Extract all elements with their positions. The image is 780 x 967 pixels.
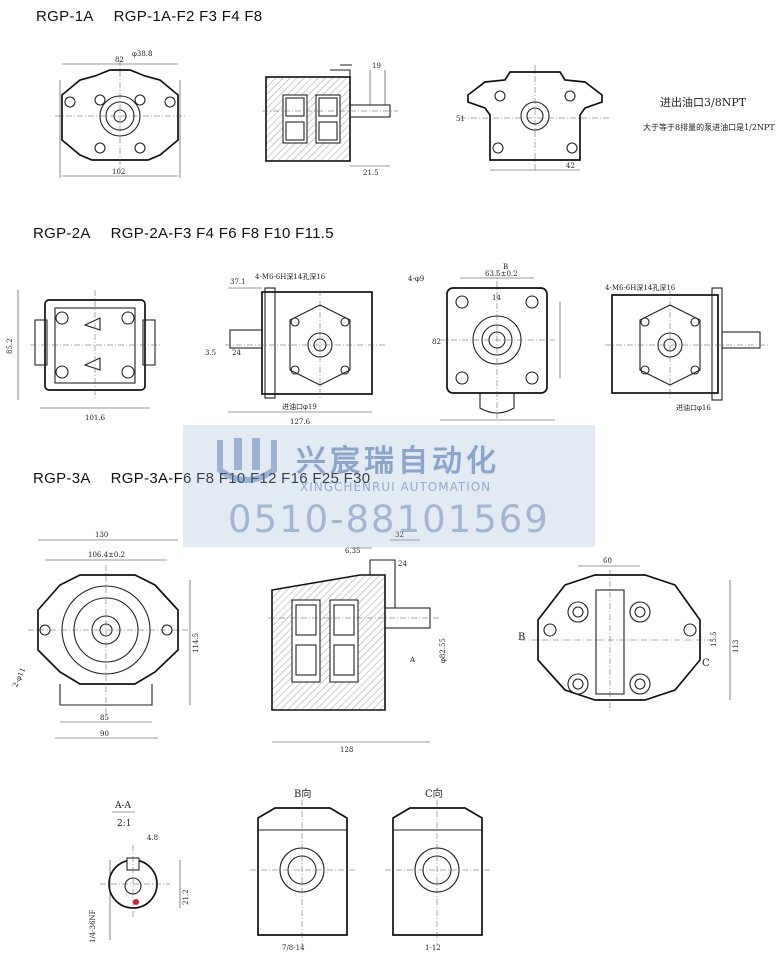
section-scale: 2:1	[117, 819, 131, 829]
dim-label: 85	[100, 714, 109, 722]
model-name: RGP-1A	[36, 8, 94, 25]
section-title-rgp3a: RGP-3A RGP-3A-F6 F8 F10 F12 F16 F25 F30	[33, 470, 370, 487]
dim-label: 60	[603, 557, 612, 565]
dim-label: 130	[95, 531, 108, 539]
rgp1a-rear-view: 51 42	[456, 65, 610, 171]
dim-label: 4.8	[147, 834, 158, 842]
note-port-size: 进出油口3/8NPT	[660, 95, 747, 109]
dim-label: 127.6	[290, 418, 311, 426]
dim-label: 19	[372, 62, 381, 70]
dim-label: 24	[232, 349, 241, 357]
dim-label: 15.5	[710, 631, 718, 647]
rgp1a-section-view: 19 21.5	[262, 62, 398, 177]
dim-label: 6.35	[345, 547, 361, 555]
dim-label: 1/4-36NF	[89, 909, 97, 943]
dim-label: 1-12	[425, 944, 441, 952]
dim-label: 82	[115, 56, 124, 64]
dim-label: 113	[732, 640, 740, 653]
rgp2a-side-view: 37.1 4-M6-6H深14孔深16 127.6 进油口φ19 24 3.5	[205, 272, 385, 426]
dim-label: 4-φ9	[408, 275, 424, 283]
dim-label: 7/8-14	[282, 944, 305, 952]
dim-label: 37.1	[230, 278, 246, 286]
dim-label: 24	[398, 560, 407, 568]
dim-label: 102	[112, 168, 125, 176]
view-marker-b: B	[518, 632, 525, 643]
watermark-company-en: XINGCHENRUI AUTOMATION	[300, 480, 492, 494]
dim-label: 101.6	[85, 414, 106, 422]
dim-label: 32	[395, 531, 404, 539]
model-name: RGP-3A	[33, 470, 91, 487]
dim-label: 2-φ11	[11, 666, 27, 688]
section-label: A-A	[114, 801, 132, 811]
dim-label: 3.5	[205, 349, 216, 357]
dim-label: 90	[100, 730, 109, 738]
dim-label: φ38.8	[132, 50, 153, 58]
dim-label: 进油口φ16	[676, 403, 711, 412]
dim-label: 14	[492, 294, 501, 302]
model-variants: RGP-1A-F2 F3 F4 F8	[113, 8, 263, 25]
model-variants: RGP-3A-F6 F8 F10 F12 F16 F25 F30	[110, 470, 371, 487]
dim-label: 4-M6-6H深14孔深16	[255, 272, 326, 281]
dim-label: 128	[340, 746, 353, 754]
dim-label: 114.5	[192, 633, 200, 653]
rgp2a-other-side-view: 4-M6-6H深14孔深16 进油口φ16	[605, 283, 770, 412]
dim-label: φ82.55	[439, 638, 447, 663]
rgp3a-front-view: 130 106.4±0.2 114.5 2-φ11 85 90	[11, 531, 200, 739]
watermark-panel	[183, 425, 595, 547]
rgp3a-section-view: 6.35 32 24 φ82.55 128 A	[268, 531, 447, 754]
model-name: RGP-2A	[33, 225, 91, 242]
rgp2a-rear-view: 63.5±0.2 4-φ9 B 14 82	[408, 263, 561, 421]
dim-label: 106.4±0.2	[88, 551, 125, 559]
dim-label: 51	[456, 115, 465, 123]
dim-label: A	[409, 656, 416, 664]
view-c-detail: C向 1-12	[385, 787, 490, 952]
section-title-rgp1a: RGP-1A RGP-1A-F2 F3 F4 F8	[36, 8, 262, 25]
rgp3a-rear-view: 60 B C 113 15.5	[518, 557, 740, 712]
dim-label: 85.2	[6, 338, 14, 354]
dim-label: 42	[566, 162, 575, 170]
note-large-port: 大于等于8排量的泵进油口是1/2NPT	[643, 122, 775, 132]
model-variants: RGP-2A-F3 F4 F6 F8 F10 F11.5	[110, 225, 334, 242]
view-b-detail: B向 7/8-14	[250, 787, 355, 952]
watermark-logo-icon	[217, 438, 277, 483]
dim-label: 82	[432, 338, 441, 346]
section-title-rgp2a: RGP-2A RGP-2A-F3 F4 F6 F8 F10 F11.5	[33, 225, 334, 242]
watermark-company: 兴宸瑞自动化	[296, 444, 500, 479]
dim-label: 进油口φ19	[282, 402, 317, 411]
view-label: B向	[294, 787, 311, 800]
rgp2a-front-view: 85.2 101.6	[6, 290, 160, 422]
dim-label: 21.2	[182, 889, 190, 905]
watermark-phone: 0510-88101569	[228, 498, 550, 541]
view-marker-c: C	[702, 658, 710, 669]
view-label: C向	[425, 787, 443, 800]
dim-label: 63.5±0.2	[485, 270, 518, 278]
dim-label: 21.5	[363, 169, 379, 177]
section-aa-detail: A-A 2:1 4.8 21.2 1/4-36NF	[89, 801, 190, 943]
rgp1a-front-view: 82 102 φ38.8	[55, 50, 185, 178]
dim-label: 4-M6-6H深14孔深16	[605, 283, 676, 292]
dim-label: B	[503, 263, 508, 271]
